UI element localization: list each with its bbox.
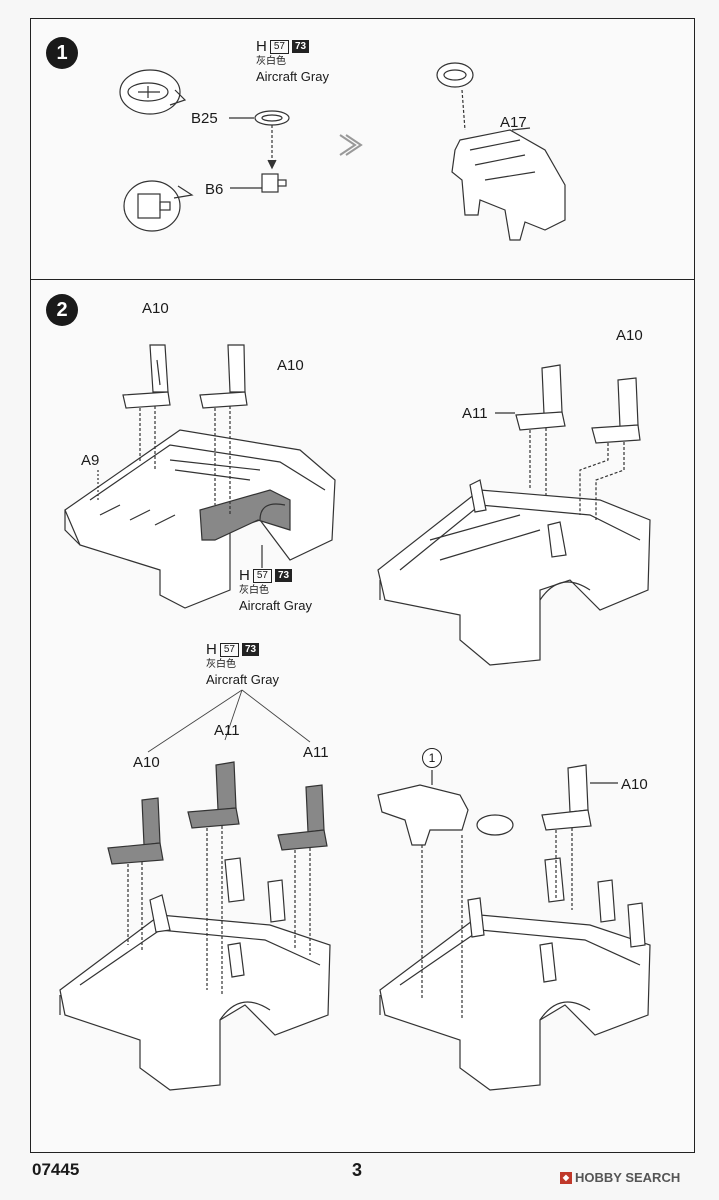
seat-a11-b xyxy=(495,364,566,495)
part-label-a17: A17 xyxy=(500,114,527,131)
chassis-c xyxy=(59,857,331,1091)
chassis-b xyxy=(377,479,651,666)
part-label-b6: B6 xyxy=(205,181,224,198)
step-ref-circle: 1 xyxy=(422,748,442,768)
seat-a11-c-right xyxy=(277,784,328,955)
seat-a10-c xyxy=(107,797,164,950)
logo-icon: ◆ xyxy=(560,1171,572,1184)
paint-code-solid: 73 xyxy=(291,40,310,53)
product-code: 07445 xyxy=(32,1160,80,1179)
part-label-a11: A11 xyxy=(214,722,240,739)
paint-code-solid: 73 xyxy=(274,569,293,582)
part-label-a10: A10 xyxy=(277,357,304,374)
part-label-a10: A10 xyxy=(133,754,160,771)
steering-column-b6 xyxy=(230,173,287,193)
paint-letter: H xyxy=(206,641,217,658)
paint-chinese: 灰白色 xyxy=(206,659,236,670)
watermark-text: HOBBY SEARCH xyxy=(575,1170,681,1185)
paint-code-outline: 57 xyxy=(269,39,289,54)
part-label-a9: A9 xyxy=(81,452,100,469)
paint-callout-step1: H 57 73 灰白色 Aircraft Gray xyxy=(256,39,329,84)
paint-letter: H xyxy=(256,38,267,55)
seat-a10-right xyxy=(199,344,248,515)
dashboard-a17 xyxy=(436,62,566,241)
steering-wheel-b25 xyxy=(229,110,290,170)
paint-chinese: 灰白色 xyxy=(239,585,269,596)
seat-a10-b xyxy=(579,377,641,520)
part-label-a11: A11 xyxy=(303,744,329,761)
seat-a11-c-mid xyxy=(187,761,240,995)
part-label-a11: A11 xyxy=(462,405,488,422)
paint-name: Aircraft Gray xyxy=(206,672,279,687)
step-1-badge: 1 xyxy=(46,37,78,69)
paint-code-outline: 57 xyxy=(252,568,272,583)
column-callout xyxy=(123,180,194,232)
paint-code-outline: 57 xyxy=(219,642,239,657)
part-label-b25: B25 xyxy=(191,110,218,127)
seat-a10-left xyxy=(122,344,171,470)
step-divider xyxy=(30,279,695,280)
watermark: ◆ HOBBY SEARCH xyxy=(560,1170,680,1185)
paint-leaders-c xyxy=(147,689,311,753)
paint-name: Aircraft Gray xyxy=(239,598,312,613)
paint-callout-step2a: H 57 73 灰白色 Aircraft Gray xyxy=(239,568,312,613)
arrow-step1 xyxy=(339,134,363,156)
paint-code-solid: 73 xyxy=(241,643,260,656)
dashboard-assembly-d xyxy=(377,770,514,1020)
steering-wheel-callout xyxy=(119,69,187,115)
paint-callout-step2c: H 57 73 灰白色 Aircraft Gray xyxy=(206,642,279,687)
step-2-badge: 2 xyxy=(46,294,78,326)
page-number: 3 xyxy=(352,1160,363,1180)
paint-chinese: 灰白色 xyxy=(256,56,286,67)
paint-letter: H xyxy=(239,567,250,584)
part-label-a10: A10 xyxy=(142,300,169,317)
chassis-a xyxy=(64,429,336,609)
seat-a10-d xyxy=(541,764,618,910)
paint-name: Aircraft Gray xyxy=(256,69,329,84)
part-label-a10: A10 xyxy=(616,327,643,344)
part-label-a10: A10 xyxy=(621,776,648,793)
chassis-d xyxy=(379,857,651,1091)
